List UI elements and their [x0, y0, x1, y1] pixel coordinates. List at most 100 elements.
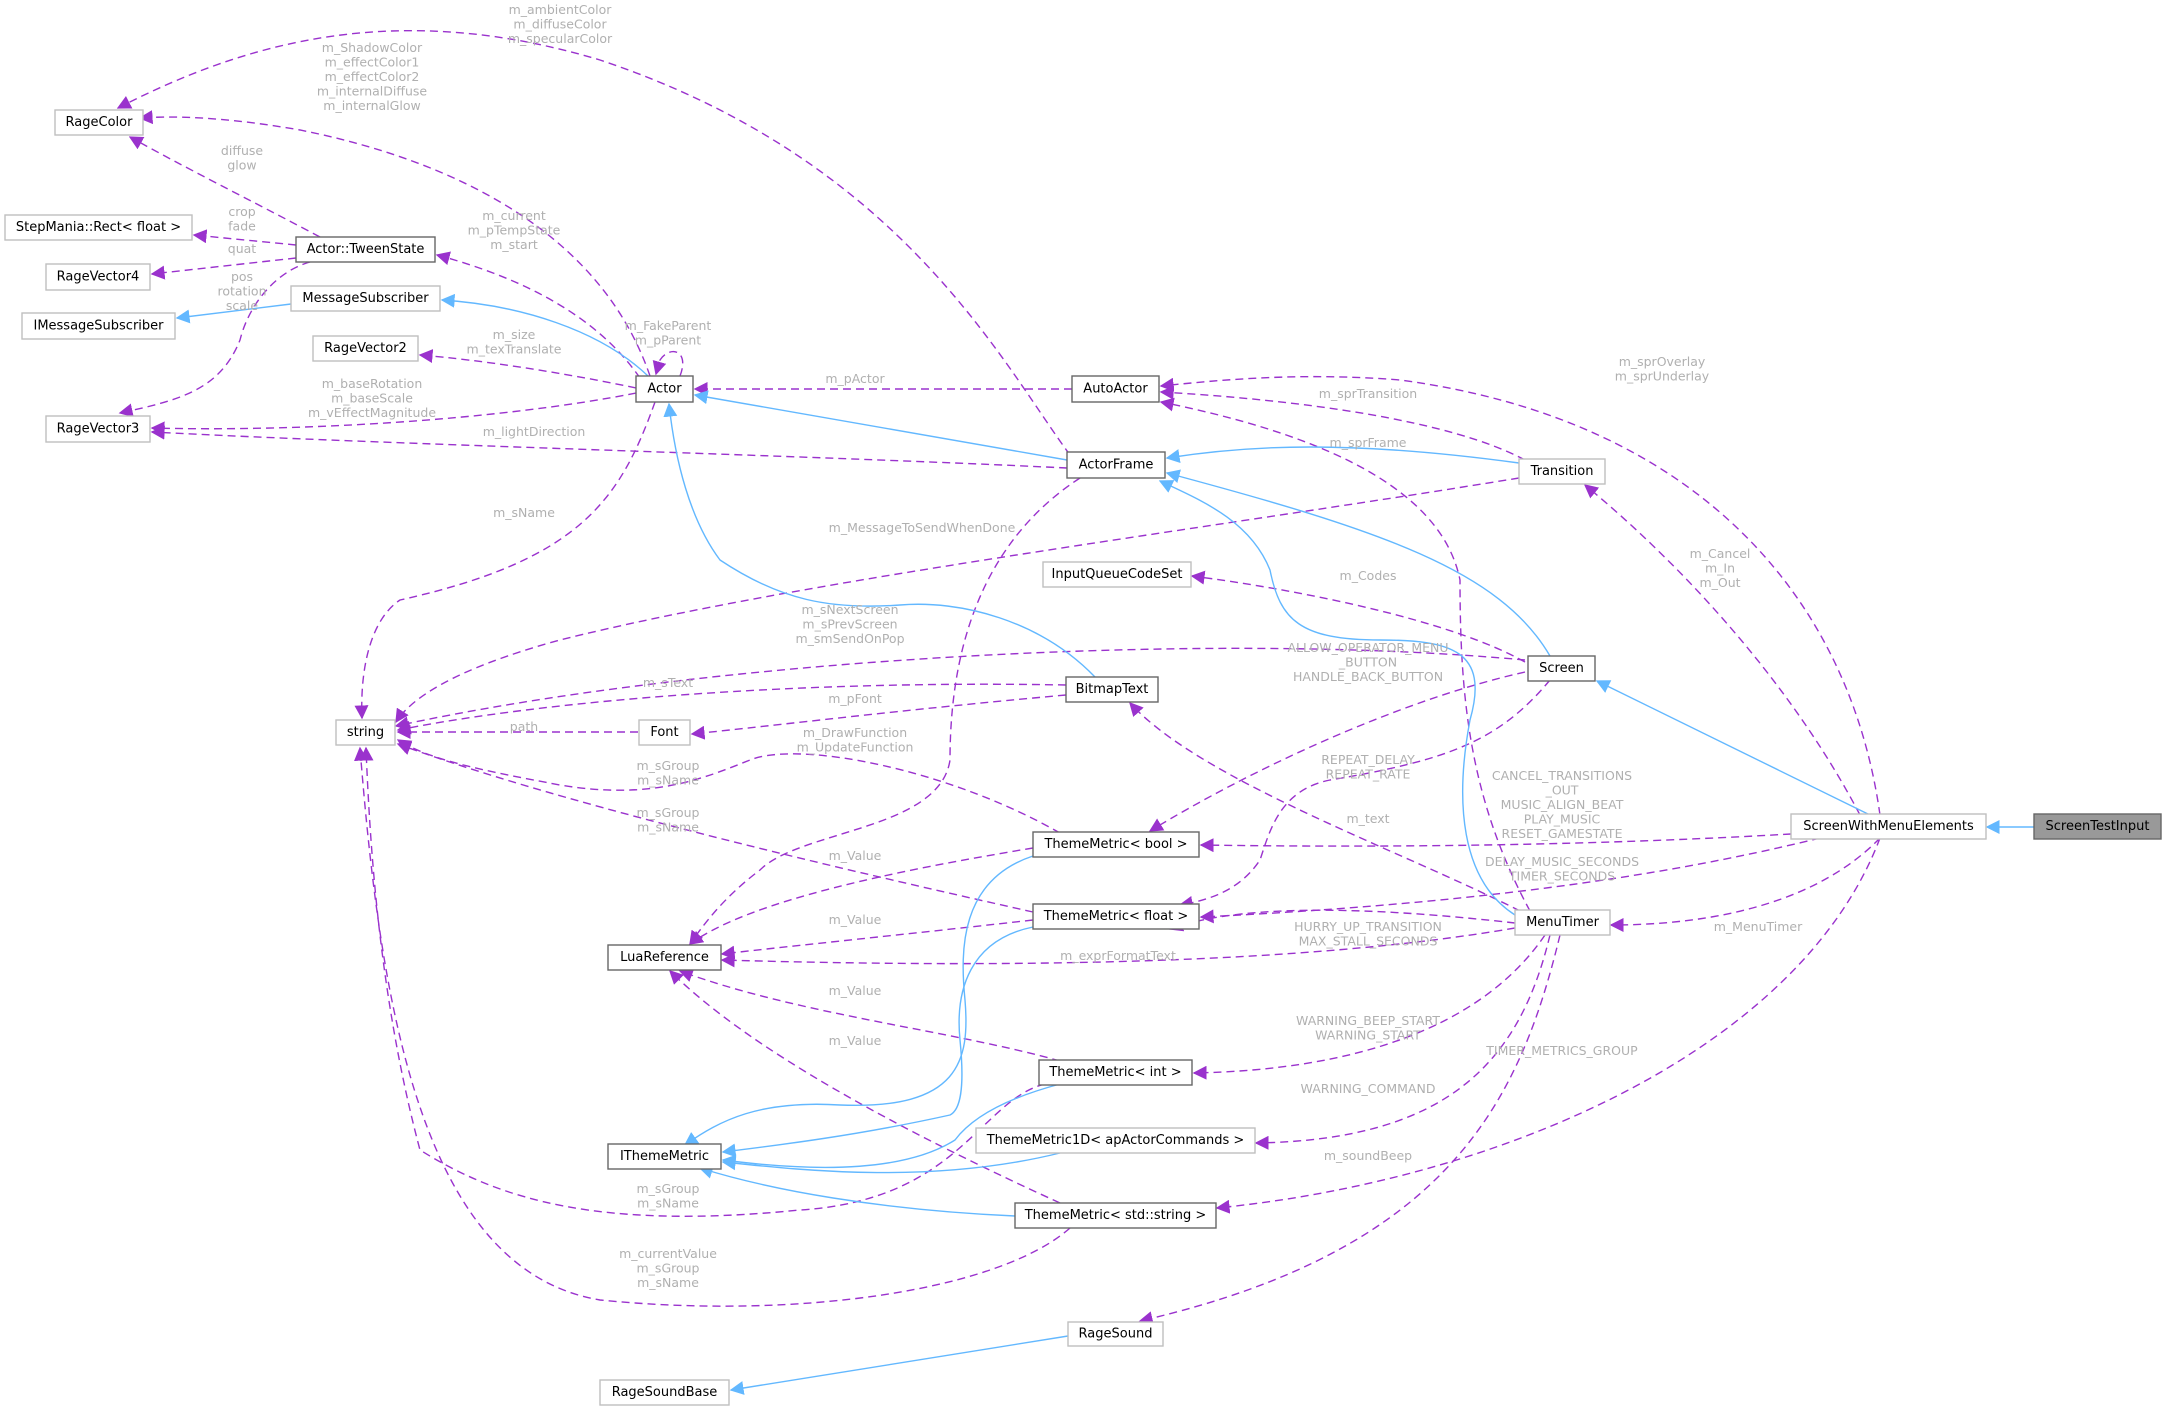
- edge-tm1d-ithememetric: [721, 1152, 1061, 1174]
- node-label: RageColor: [66, 115, 134, 130]
- node-label: LuaReference: [620, 950, 709, 965]
- node-label: ActorFrame: [1079, 458, 1154, 473]
- node-transition[interactable]: Transition: [1518, 458, 1606, 485]
- edge-actor-messagesubscriber: [440, 293, 649, 377]
- edge-label-soundBeep: m_soundBeep: [1324, 1148, 1412, 1163]
- edge-swme-transition: [1583, 484, 1861, 816]
- node-stepmania-rect[interactable]: StepMania::Rect< float >: [4, 214, 193, 241]
- node-ragevector3[interactable]: RageVector3: [45, 415, 151, 443]
- edge-label-timerGroup: TIMER_METRICS_GROUP: [1485, 1043, 1638, 1058]
- node-ragesoundbase[interactable]: RageSoundBase: [599, 1379, 730, 1406]
- edge-swme-tmbool: [1199, 833, 1792, 853]
- edge-actorframe-actor: [693, 390, 1068, 461]
- edge-label-path: path: [510, 719, 538, 734]
- node-label: IMessageSubscriber: [33, 319, 164, 334]
- node-string[interactable]: string: [335, 719, 396, 746]
- node-label: RageSound: [1079, 1327, 1153, 1342]
- node-actorframe[interactable]: ActorFrame: [1066, 451, 1166, 479]
- node-bitmaptext[interactable]: BitmapText: [1065, 676, 1159, 703]
- node-label: ThemeMetric< bool >: [1043, 837, 1187, 852]
- edge-screen-inputqueue: [1190, 570, 1526, 663]
- edge-swme-autoactor: [1159, 375, 1881, 816]
- edge-label-light: m_lightDirection: [483, 424, 586, 439]
- node-thememetric-string[interactable]: ThemeMetric< std::string >: [1014, 1202, 1217, 1229]
- edge-label-quat: quat: [228, 241, 257, 256]
- node-inputqueuecodeset[interactable]: InputQueueCodeSet: [1042, 561, 1192, 588]
- edge-screen-tmbool: [1148, 671, 1526, 832]
- edge-menutimer-ragesound: [1138, 934, 1561, 1326]
- edge-actor-ragecolor: [138, 110, 651, 377]
- node-label: Screen: [1539, 661, 1584, 676]
- node-label: Actor: [647, 382, 682, 397]
- node-label: InputQueueCodeSet: [1052, 567, 1183, 582]
- edge-transition-string: [395, 477, 1520, 724]
- edge-actorframe-luareference: [689, 477, 1081, 946]
- node-screentestinput[interactable]: ScreenTestInput: [2033, 813, 2162, 840]
- node-thememetric1d[interactable]: ThemeMetric1D< apActorCommands >: [975, 1127, 1256, 1154]
- node-label: Actor::TweenState: [307, 242, 425, 257]
- node-thememetric-int[interactable]: ThemeMetric< int >: [1038, 1059, 1193, 1086]
- node-label: ThemeMetric< int >: [1048, 1065, 1181, 1080]
- usage-edges: [116, 29, 1881, 1326]
- edge-label-valueFloat: m_Value: [829, 912, 882, 927]
- node-label: RageVector2: [324, 341, 407, 356]
- edge-transition-autoactor: [1159, 385, 1526, 461]
- node-font[interactable]: Font: [638, 719, 691, 746]
- node-label: ThemeMetric1D< apActorCommands >: [986, 1133, 1245, 1148]
- edge-swme-menutimer: [1609, 837, 1881, 932]
- node-menutimer[interactable]: MenuTimer: [1514, 909, 1611, 936]
- node-imessagesubscriber[interactable]: IMessageSubscriber: [21, 312, 176, 340]
- node-luareference[interactable]: LuaReference: [607, 944, 722, 971]
- edge-screen-string: [394, 647, 1526, 731]
- edge-tweenstate-ragecolor: [128, 136, 321, 238]
- edge-label-pFont: m_pFont: [828, 691, 882, 706]
- node-thememetric-bool[interactable]: ThemeMetric< bool >: [1032, 831, 1200, 858]
- node-ithememetric[interactable]: IThemeMetric: [607, 1143, 722, 1170]
- edge-tweenstate-vec4: [150, 257, 297, 280]
- node-ragecolor[interactable]: RageColor: [54, 109, 144, 136]
- node-messagesubscriber[interactable]: MessageSubscriber: [290, 285, 441, 312]
- node-thememetric-float[interactable]: ThemeMetric< float >: [1032, 903, 1200, 930]
- node-ragevector2[interactable]: RageVector2: [312, 335, 419, 362]
- edge-swme-tmstring: [1215, 837, 1881, 1214]
- edge-menutimer-bitmaptext: [1129, 701, 1521, 912]
- node-screen[interactable]: Screen: [1527, 655, 1596, 682]
- edge-actor-self: [652, 351, 684, 377]
- edge-menutimer-tm1d: [1254, 934, 1551, 1150]
- node-ragevector4[interactable]: RageVector4: [45, 263, 151, 291]
- edge-label-sText: m_sText: [643, 675, 693, 690]
- node-ragesound[interactable]: RageSound: [1067, 1321, 1164, 1347]
- node-actor-tweenstate[interactable]: Actor::TweenState: [295, 236, 436, 263]
- edge-label-sprFrame: m_sprFrame: [1330, 435, 1407, 450]
- node-label: AutoActor: [1083, 382, 1148, 397]
- node-label: MenuTimer: [1526, 915, 1600, 930]
- node-autoactor[interactable]: AutoActor: [1071, 375, 1160, 403]
- edge-label-warningCmd: WARNING_COMMAND: [1301, 1081, 1436, 1096]
- node-label: RageVector4: [57, 270, 140, 285]
- node-label: StepMania::Rect< float >: [16, 220, 181, 235]
- edge-tmint-luareference: [678, 968, 1061, 1062]
- node-actor[interactable]: Actor: [635, 375, 694, 403]
- node-screenwithmenuelements[interactable]: ScreenWithMenuElements: [1790, 813, 1987, 840]
- edge-label-msgDone: m_MessageToSendWhenDone: [829, 520, 1016, 535]
- edge-tmint-string: [359, 746, 1046, 1217]
- edge-label-sprTransition: m_sprTransition: [1319, 386, 1417, 401]
